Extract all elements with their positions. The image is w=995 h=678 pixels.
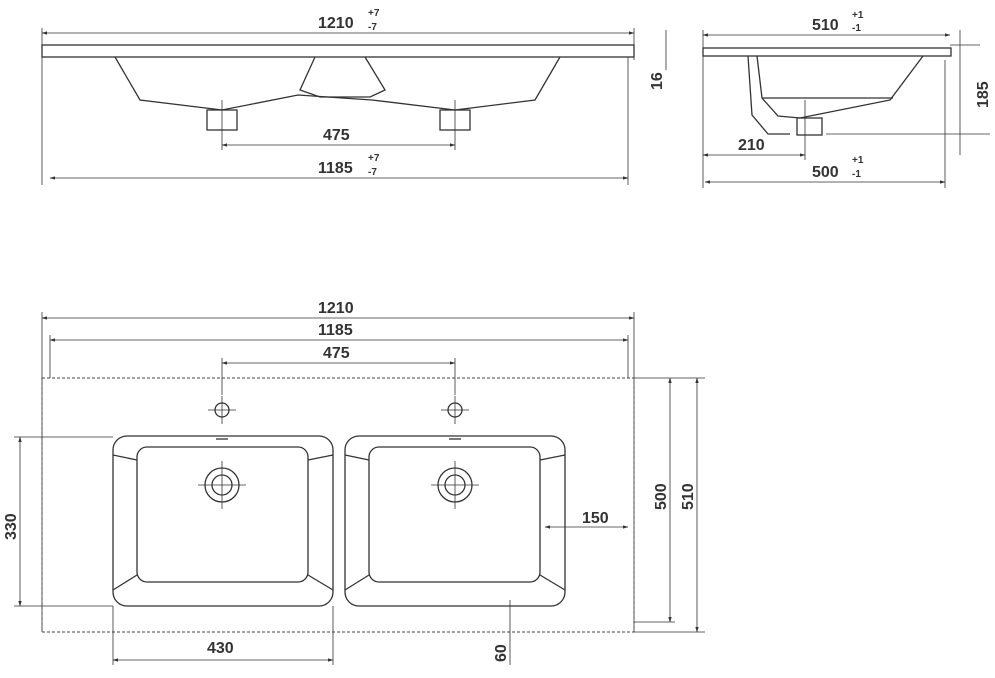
tol-minus: -7 (368, 22, 377, 33)
slab (41, 44, 635, 58)
dim-basin-depth: 330 (3, 513, 20, 540)
dim-overall-width: 1210 (318, 15, 354, 32)
basin-left (112, 396, 334, 607)
tol-plus: +7 (368, 153, 380, 164)
dim-edge-to-basin: 150 (582, 510, 609, 527)
dim-inner-width: 1185 (318, 322, 353, 339)
dim-overall-depth: 510 (680, 483, 697, 510)
dim-depth: 510 (812, 17, 839, 34)
dim-slab-thickness: 16 (649, 72, 666, 90)
dim-drain-spacing: 475 (323, 127, 350, 144)
tol-minus: -1 (852, 23, 861, 34)
dim-inner-depth: 500 (812, 164, 839, 181)
dim-basin-width: 430 (207, 640, 234, 657)
basin-right (344, 396, 566, 607)
tol-plus: +7 (368, 8, 380, 19)
dim-height: 185 (975, 81, 992, 108)
dim-inner-depth: 500 (653, 483, 670, 510)
dim-overall-width: 1210 (318, 300, 354, 317)
tol-plus: +1 (852, 155, 864, 166)
dim-inner-width: 1185 (318, 160, 353, 177)
countertop-outline (41, 377, 635, 633)
tol-minus: -7 (368, 167, 377, 178)
front-view: 1210 +7 -7 475 1185 +7 -7 16 (41, 8, 667, 185)
dim-front-offset: 60 (493, 644, 510, 662)
dim-drain-offset: 210 (738, 137, 765, 154)
dim-tap-spacing: 475 (323, 345, 350, 362)
plan-view: 1210 1185 475 (3, 300, 705, 665)
side-view: 510 +1 -1 185 210 500 +1 -1 (702, 10, 992, 188)
tol-minus: -1 (852, 169, 861, 180)
tol-plus: +1 (852, 10, 864, 21)
